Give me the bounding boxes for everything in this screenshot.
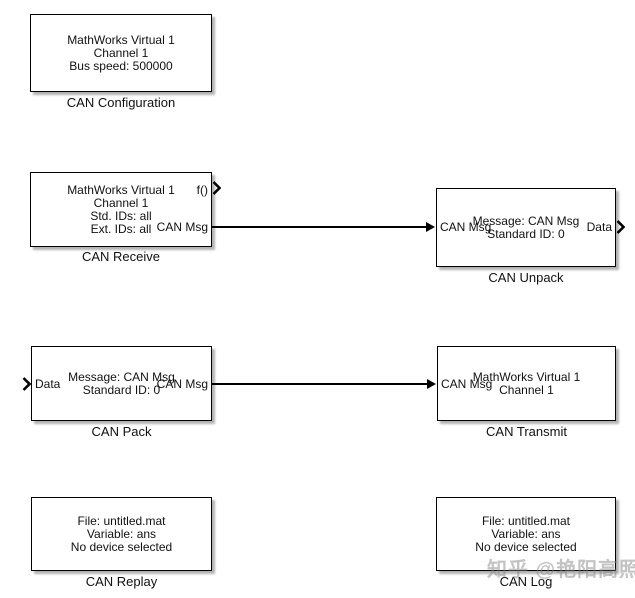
block-text-line: Channel 1: [499, 382, 554, 397]
block-can-log[interactable]: File: untitled.mat Variable: ans No devi…: [436, 497, 616, 571]
block-label-can-configuration[interactable]: CAN Configuration: [66, 95, 176, 110]
block-label-can-receive[interactable]: CAN Receive: [81, 249, 161, 264]
block-can-unpack[interactable]: Message: CAN Msg Standard ID: 0 CAN Msg …: [436, 188, 616, 267]
signal-wire-receive-to-unpack[interactable]: [212, 226, 427, 228]
block-label-can-replay[interactable]: CAN Replay: [85, 574, 158, 589]
block-text-line: Standard ID: 0: [487, 226, 565, 241]
block-parameters-text: File: untitled.mat Variable: ans No devi…: [475, 513, 577, 554]
block-text-line: Std. IDs: all: [90, 208, 152, 223]
block-text-line: MathWorks Virtual 1: [67, 182, 175, 197]
block-parameters-text: MathWorks Virtual 1 Channel 1 Std. IDs: …: [67, 182, 175, 236]
input-port-chevron-icon[interactable]: [22, 377, 31, 391]
port-label-can-msg-output: CAN Msg: [156, 220, 208, 234]
block-label-can-pack[interactable]: CAN Pack: [91, 424, 152, 439]
block-text-line: Channel 1: [93, 195, 149, 210]
block-parameters-text: MathWorks Virtual 1 Channel 1 Bus speed:…: [67, 32, 175, 73]
block-text-line: Variable: ans: [491, 526, 561, 541]
block-label-can-transmit[interactable]: CAN Transmit: [486, 424, 567, 439]
port-label-data-output: Data: [586, 220, 612, 234]
signal-arrowhead-icon: [426, 222, 435, 232]
port-label-data-input: Data: [35, 377, 61, 391]
block-label-can-log[interactable]: CAN Log: [499, 574, 553, 589]
output-port-chevron-icon[interactable]: [616, 220, 625, 234]
block-text-line: Message: CAN Msg: [472, 213, 580, 228]
port-label-can-msg-output: CAN Msg: [156, 377, 208, 391]
block-text-line: Ext. IDs: all: [90, 221, 152, 236]
block-parameters-text: Message: CAN Msg Standard ID: 0: [68, 369, 175, 397]
block-can-transmit[interactable]: MathWorks Virtual 1 Channel 1 CAN Msg: [437, 346, 616, 421]
port-label-can-msg-input: CAN Msg: [440, 220, 492, 234]
block-text-line: Message: CAN Msg: [68, 369, 175, 384]
block-text-line: Channel 1: [93, 45, 149, 60]
block-text-line: MathWorks Virtual 1: [67, 32, 175, 47]
block-text-line: File: untitled.mat: [77, 513, 166, 528]
block-text-line: MathWorks Virtual 1: [472, 369, 581, 384]
block-text-line: File: untitled.mat: [481, 513, 571, 528]
block-text-line: Standard ID: 0: [82, 382, 161, 397]
block-parameters-text: MathWorks Virtual 1 Channel 1: [472, 369, 581, 397]
block-label-can-unpack[interactable]: CAN Unpack: [488, 270, 564, 285]
block-can-configuration[interactable]: MathWorks Virtual 1 Channel 1 Bus speed:…: [30, 14, 212, 92]
block-can-replay[interactable]: File: untitled.mat Variable: ans No devi…: [31, 497, 212, 571]
block-can-pack[interactable]: Message: CAN Msg Standard ID: 0 Data CAN…: [31, 346, 212, 421]
block-text-line: Bus speed: 500000: [69, 58, 173, 73]
output-port-chevron-icon[interactable]: [212, 181, 221, 195]
block-text-line: No device selected: [475, 539, 577, 554]
block-parameters-text: Message: CAN Msg Standard ID: 0: [472, 213, 580, 241]
block-text-line: Variable: ans: [86, 526, 157, 541]
zhihu-watermark: 知乎 @艳阳高照: [487, 559, 635, 581]
port-label-function-call-output: f(): [196, 183, 208, 197]
port-label-can-msg-input: CAN Msg: [441, 377, 493, 391]
block-text-line: No device selected: [70, 539, 173, 554]
signal-arrowhead-icon: [427, 379, 436, 389]
block-can-receive[interactable]: MathWorks Virtual 1 Channel 1 Std. IDs: …: [30, 172, 212, 247]
signal-wire-pack-to-transmit[interactable]: [212, 383, 428, 385]
block-parameters-text: File: untitled.mat Variable: ans No devi…: [70, 513, 173, 554]
